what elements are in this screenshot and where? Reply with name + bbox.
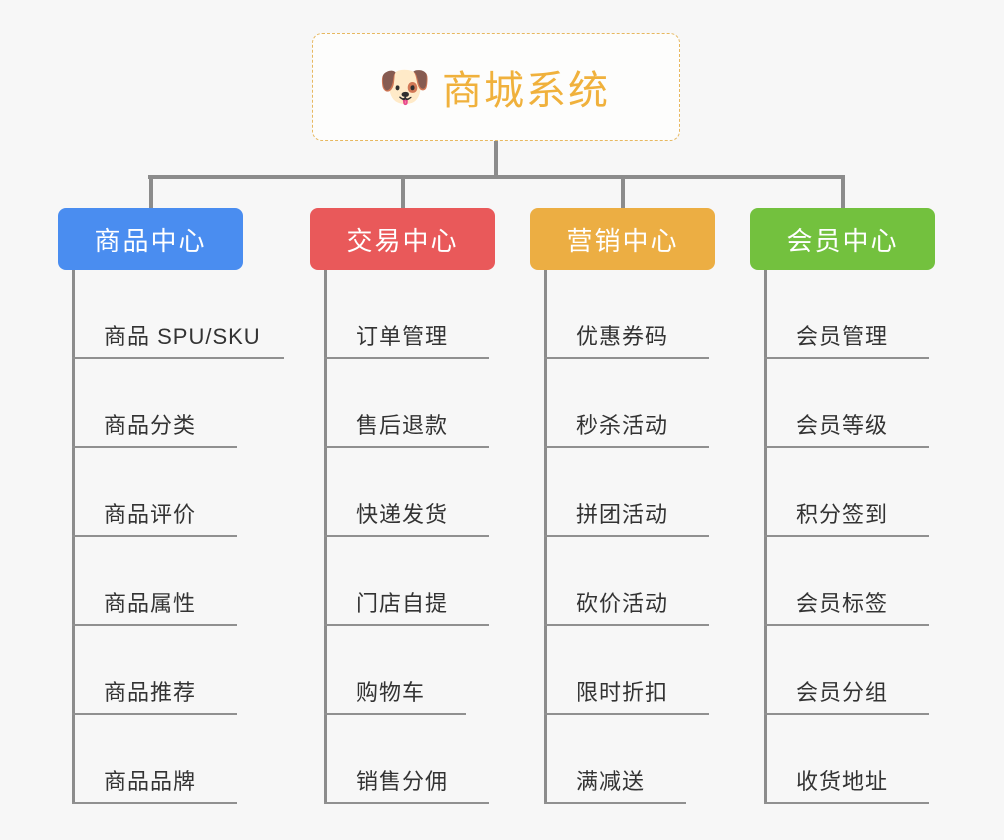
leaf-item-label: 积分签到 — [796, 502, 889, 527]
leaf-item-underline: 会员标签 — [764, 586, 929, 626]
connector-drop-marketing-center — [620, 175, 625, 210]
leaf-item-label: 商品推荐 — [104, 680, 197, 705]
leaf-item-underline: 收货地址 — [764, 764, 929, 804]
leaf-item-underline: 积分签到 — [764, 497, 929, 537]
leaf-item-label: 限时折扣 — [576, 680, 669, 705]
leaf-item-underline: 拼团活动 — [544, 497, 709, 537]
category-box-trade-center[interactable]: 交易中心 — [310, 208, 495, 270]
category-label-member-center: 会员中心 — [786, 225, 899, 256]
leaf-item-label: 会员等级 — [796, 413, 889, 438]
leaf-item-underline: 快递发货 — [324, 497, 489, 537]
shiba-dog-face-icon: 🐶 — [378, 63, 432, 110]
leaf-item[interactable]: 购物车 — [324, 626, 466, 715]
category-box-member-center[interactable]: 会员中心 — [750, 208, 935, 270]
leaf-item-label: 收货地址 — [796, 769, 889, 794]
leaf-item-label: 购物车 — [356, 680, 426, 705]
connector-drop-trade-center — [400, 175, 405, 210]
leaf-item[interactable]: 积分签到 — [764, 448, 929, 537]
leaf-item-underline: 满减送 — [544, 764, 686, 804]
category-box-product-center[interactable]: 商品中心 — [58, 208, 243, 270]
leaf-item[interactable]: 商品 SPU/SKU — [72, 270, 284, 359]
category-box-marketing-center[interactable]: 营销中心 — [530, 208, 715, 270]
leaf-item-label: 商品 SPU/SKU — [104, 324, 261, 349]
leaf-item-underline: 门店自提 — [324, 586, 489, 626]
leaf-item[interactable]: 秒杀活动 — [544, 359, 709, 448]
leaf-item-label: 商品分类 — [104, 413, 197, 438]
leaf-item-underline: 会员管理 — [764, 319, 929, 359]
leaf-item-label: 快递发货 — [356, 502, 449, 527]
connector-drop-member-center — [840, 175, 845, 210]
leaf-item[interactable]: 商品品牌 — [72, 715, 237, 804]
leaf-item-label: 会员分组 — [796, 680, 889, 705]
leaf-item-label: 砍价活动 — [576, 591, 669, 616]
leaf-item-underline: 优惠券码 — [544, 319, 709, 359]
leaf-item[interactable]: 商品属性 — [72, 537, 237, 626]
leaf-item-label: 商品评价 — [104, 502, 197, 527]
leaf-item-label: 售后退款 — [356, 413, 449, 438]
leaf-item-underline: 会员分组 — [764, 675, 929, 715]
leaf-item-underline: 商品品牌 — [72, 764, 237, 804]
leaf-item-label: 门店自提 — [356, 591, 449, 616]
root-node-title: 商城系统 — [442, 69, 610, 113]
leaf-item[interactable]: 会员标签 — [764, 537, 929, 626]
leaf-item-underline: 商品评价 — [72, 497, 237, 537]
leaf-item[interactable]: 销售分佣 — [324, 715, 489, 804]
leaf-item-label: 订单管理 — [356, 324, 449, 349]
leaf-item-label: 满减送 — [576, 769, 646, 794]
leaf-item[interactable]: 满减送 — [544, 715, 686, 804]
leaf-item-underline: 商品分类 — [72, 408, 237, 448]
leaf-item-underline: 商品推荐 — [72, 675, 237, 715]
leaf-item-underline: 购物车 — [324, 675, 466, 715]
leaf-item-label: 商品属性 — [104, 591, 197, 616]
leaf-item-label: 会员管理 — [796, 324, 889, 349]
leaf-item[interactable]: 会员等级 — [764, 359, 929, 448]
leaf-item[interactable]: 收货地址 — [764, 715, 929, 804]
leaf-item[interactable]: 商品分类 — [72, 359, 237, 448]
category-label-marketing-center: 营销中心 — [566, 225, 679, 256]
leaf-item[interactable]: 商品推荐 — [72, 626, 237, 715]
leaf-item[interactable]: 优惠券码 — [544, 270, 709, 359]
leaf-item-underline: 限时折扣 — [544, 675, 709, 715]
root-node-mall-system[interactable]: 🐶 商城系统 — [312, 33, 680, 141]
leaf-item[interactable]: 售后退款 — [324, 359, 489, 448]
column-spine-trade-center — [324, 270, 327, 804]
leaf-item[interactable]: 门店自提 — [324, 537, 489, 626]
category-label-trade-center: 交易中心 — [346, 225, 459, 256]
leaf-item[interactable]: 限时折扣 — [544, 626, 709, 715]
leaf-item-underline: 砍价活动 — [544, 586, 709, 626]
leaf-item-underline: 商品属性 — [72, 586, 237, 626]
leaf-item-label: 会员标签 — [796, 591, 889, 616]
leaf-item-underline: 售后退款 — [324, 408, 489, 448]
leaf-item[interactable]: 砍价活动 — [544, 537, 709, 626]
leaf-item[interactable]: 订单管理 — [324, 270, 489, 359]
leaf-item-underline: 会员等级 — [764, 408, 929, 448]
column-spine-marketing-center — [544, 270, 547, 804]
leaf-item[interactable]: 会员管理 — [764, 270, 929, 359]
leaf-item-label: 拼团活动 — [576, 502, 669, 527]
leaf-item-underline: 秒杀活动 — [544, 408, 709, 448]
leaf-item-underline: 销售分佣 — [324, 764, 489, 804]
leaf-item[interactable]: 快递发货 — [324, 448, 489, 537]
column-spine-product-center — [72, 270, 75, 804]
leaf-item-label: 优惠券码 — [576, 324, 669, 349]
column-spine-member-center — [764, 270, 767, 804]
leaf-item[interactable]: 商品评价 — [72, 448, 237, 537]
connector-drop-product-center — [148, 175, 153, 210]
leaf-item[interactable]: 会员分组 — [764, 626, 929, 715]
leaf-item-label: 秒杀活动 — [576, 413, 669, 438]
leaf-item-label: 销售分佣 — [356, 769, 449, 794]
category-label-product-center: 商品中心 — [94, 225, 207, 256]
leaf-item-underline: 商品 SPU/SKU — [72, 319, 284, 359]
leaf-item[interactable]: 拼团活动 — [544, 448, 709, 537]
leaf-item-underline: 订单管理 — [324, 319, 489, 359]
horizontal-connector-bus — [148, 175, 844, 179]
leaf-item-label: 商品品牌 — [104, 769, 197, 794]
root-connector-stub — [494, 141, 498, 178]
